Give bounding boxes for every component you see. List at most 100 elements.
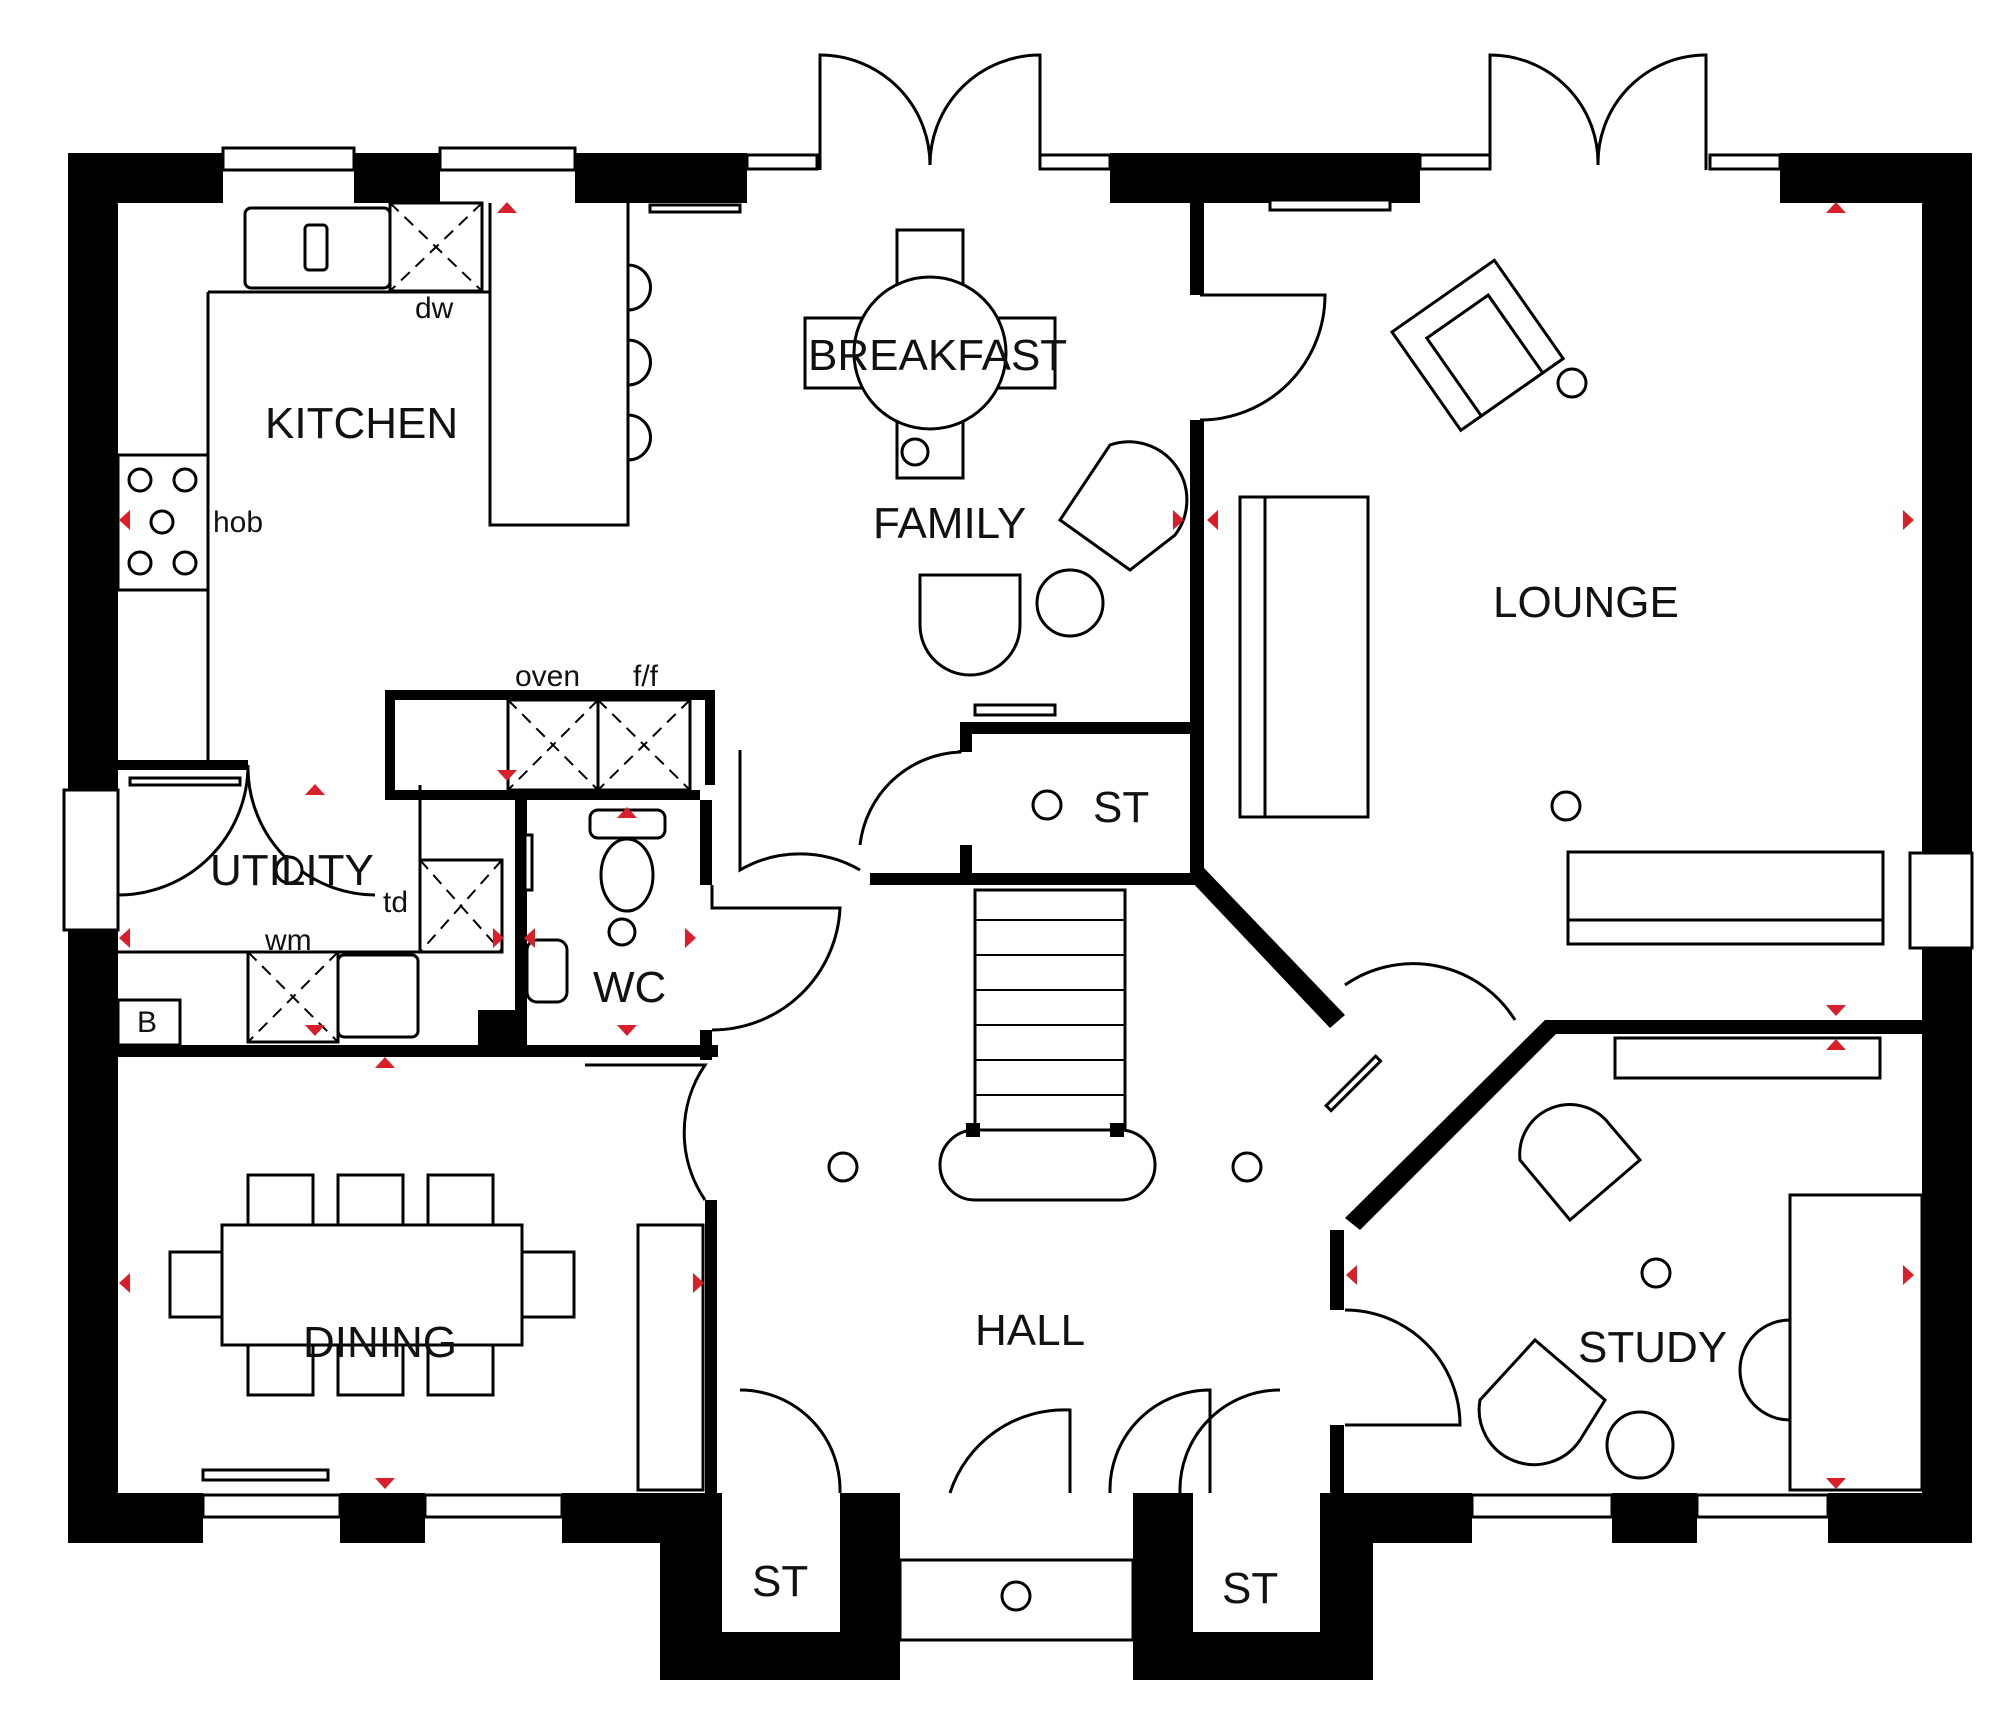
wall-top-3 bbox=[575, 153, 747, 203]
study-desk-chair bbox=[1738, 1318, 1792, 1422]
st-left-wall-left bbox=[710, 1493, 722, 1663]
wall-right-lower bbox=[1922, 948, 1972, 1543]
door-study bbox=[1344, 1308, 1462, 1427]
marker-family-right bbox=[1173, 510, 1184, 530]
marker-dining-right bbox=[693, 1273, 704, 1293]
wall-bottom-1 bbox=[68, 1493, 203, 1543]
newel-left bbox=[966, 1123, 980, 1137]
label-td: td bbox=[383, 886, 408, 919]
wall-left-upper bbox=[68, 153, 118, 790]
dining-chair-bottom-3 bbox=[426, 1343, 495, 1397]
label-st-top: ST bbox=[1093, 783, 1149, 832]
dining-sideboard bbox=[636, 1223, 705, 1492]
dining-chair-right bbox=[520, 1250, 576, 1319]
wall-st-top bbox=[960, 722, 1190, 734]
wall-oven-left bbox=[385, 690, 395, 800]
hall-light-left bbox=[827, 1151, 859, 1183]
dining-table bbox=[220, 1223, 524, 1347]
label-dining: DINING bbox=[303, 1318, 457, 1367]
wall-family-lounge-top bbox=[1190, 200, 1204, 295]
wc-light bbox=[607, 917, 637, 947]
marker-study-top bbox=[1826, 1039, 1846, 1050]
marker-wc-bottom bbox=[617, 1025, 637, 1036]
lounge-armchair bbox=[1389, 258, 1566, 433]
wall-dining-hall bbox=[705, 1200, 717, 1495]
study-armchair-2 bbox=[1477, 1337, 1607, 1467]
label-st-left: ST bbox=[752, 1557, 808, 1606]
lounge-radiator-top bbox=[1268, 198, 1392, 212]
wall-top-4 bbox=[1110, 153, 1420, 203]
lounge-light bbox=[1550, 790, 1582, 822]
window-study-2 bbox=[1695, 1493, 1830, 1519]
family-armchair-1 bbox=[1057, 440, 1189, 572]
wall-top-2 bbox=[354, 153, 440, 203]
kitchen-stools bbox=[627, 263, 652, 462]
radiators bbox=[128, 203, 1383, 1113]
marker-lounge-top bbox=[1826, 202, 1846, 213]
dishwasher-x2 bbox=[389, 202, 483, 292]
family-armchair-2 bbox=[918, 573, 1022, 677]
wall-oven-right bbox=[705, 690, 715, 785]
fridge-x2 bbox=[597, 699, 691, 791]
wc-fittings bbox=[525, 808, 667, 1004]
wall-bottom-5 bbox=[1612, 1493, 1697, 1543]
family-radiator bbox=[973, 703, 1057, 717]
wall-wc-right-top bbox=[700, 800, 712, 885]
breakfast-table-top bbox=[852, 275, 1008, 431]
french-door-family-right bbox=[928, 53, 1042, 170]
kitchen-island bbox=[488, 203, 630, 527]
staircase bbox=[938, 888, 1157, 1202]
door-wc bbox=[710, 885, 842, 1032]
wall-bottom-2 bbox=[340, 1493, 425, 1543]
study-desk bbox=[1788, 1193, 1924, 1492]
marker-study-right bbox=[1903, 1265, 1914, 1285]
outer-walls bbox=[68, 153, 1972, 1680]
wall-utility-top bbox=[118, 760, 248, 770]
door-family-lounge bbox=[1199, 293, 1327, 422]
electrical-markers bbox=[119, 202, 1914, 1489]
wall-bottom-6 bbox=[1828, 1493, 1972, 1543]
door-st-left bbox=[739, 1388, 842, 1494]
radiator-utility bbox=[128, 776, 242, 787]
marker-lounge-right bbox=[1903, 510, 1914, 530]
kitchen-fittings bbox=[116, 201, 652, 760]
marker-lounge-left bbox=[1207, 510, 1218, 530]
room-labels: KITCHEN BREAKFAST FAMILY LOUNGE UTILITY … bbox=[210, 331, 1727, 1613]
dining-chair-top-2 bbox=[336, 1173, 405, 1227]
label-boiler: B bbox=[137, 1006, 157, 1039]
wm-x2 bbox=[247, 951, 339, 1043]
kitchen-sink-bowl bbox=[303, 223, 329, 272]
study-side-table bbox=[1605, 1410, 1675, 1480]
label-breakfast: BREAKFAST bbox=[808, 331, 1067, 380]
wall-st-top-stub bbox=[960, 722, 972, 752]
hob-ring-2 bbox=[172, 467, 198, 493]
door-utility-kitchen bbox=[246, 765, 376, 897]
window-lounge-side-1 bbox=[1418, 153, 1492, 171]
st-left-wall-right bbox=[840, 1493, 852, 1633]
radiator-wc bbox=[523, 833, 534, 892]
wall-st-bottom bbox=[870, 873, 1200, 885]
wall-right-upper bbox=[1922, 153, 1972, 853]
hob-ring-4 bbox=[127, 550, 153, 576]
door-lounge-hall bbox=[1344, 962, 1517, 1021]
wall-porch-right bbox=[1325, 1493, 1373, 1680]
hob-ring-3 bbox=[149, 509, 175, 535]
label-dw: dw bbox=[415, 292, 454, 325]
door-front-right bbox=[1108, 1388, 1212, 1494]
lounge-furniture bbox=[1238, 198, 1885, 946]
hob-ring-5 bbox=[172, 550, 198, 576]
marker-oven bbox=[497, 770, 517, 781]
marker-dining-top bbox=[375, 1057, 395, 1068]
marker-hob bbox=[119, 510, 130, 530]
marker-wc-left bbox=[524, 928, 535, 948]
french-door-lounge-right bbox=[1596, 53, 1708, 170]
utility-light bbox=[274, 855, 304, 885]
label-ff: f/f bbox=[633, 660, 659, 693]
radiator-hall bbox=[1324, 1054, 1383, 1113]
breakfast-chair-left bbox=[803, 316, 867, 390]
wall-porch-inner-left bbox=[852, 1493, 900, 1680]
marker-study-bottom bbox=[1826, 1478, 1846, 1489]
appliance-labels: dw hob oven f/f td wm B bbox=[137, 292, 659, 1039]
study-light bbox=[1640, 1257, 1672, 1289]
label-oven: oven bbox=[515, 660, 580, 693]
